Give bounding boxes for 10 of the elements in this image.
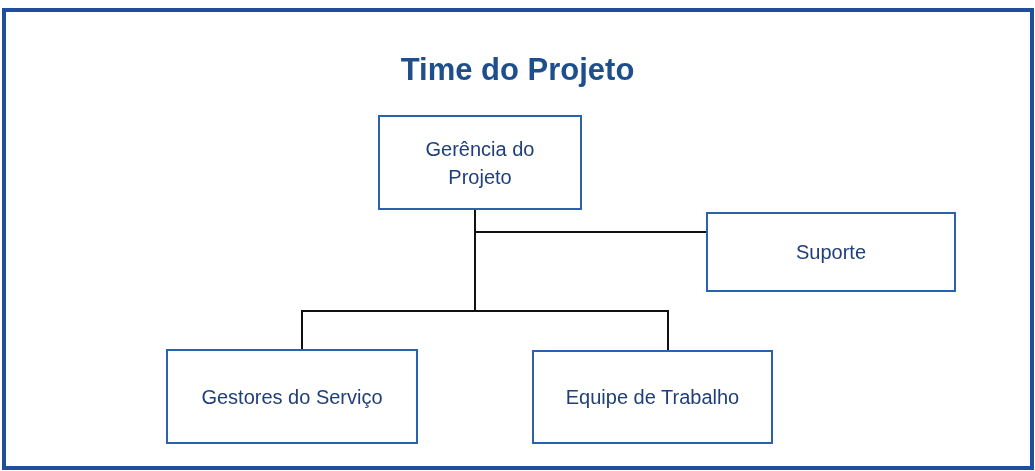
org-box xyxy=(706,212,956,292)
org-box xyxy=(166,349,418,444)
connector-line xyxy=(474,209,669,351)
box-label: Suporte xyxy=(794,240,868,265)
org-box xyxy=(378,115,582,210)
box-label: Gestores do Serviço xyxy=(200,384,384,410)
org-box xyxy=(532,350,773,444)
box-label: Equipe de Trabalho xyxy=(564,385,741,410)
box-label: Gerência do Projeto xyxy=(424,136,536,190)
diagram-title: Time do Projeto xyxy=(399,52,636,88)
